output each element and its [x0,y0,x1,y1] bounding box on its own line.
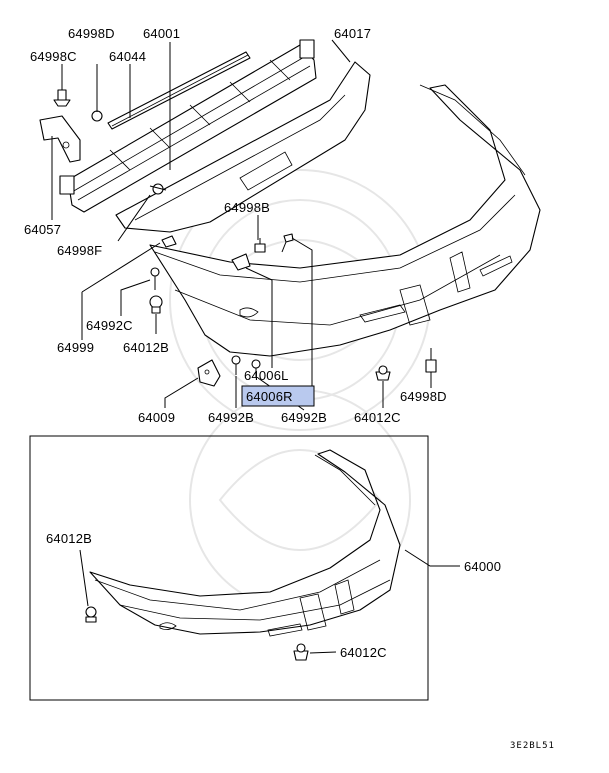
label-64992B-b[interactable]: 64992B [281,410,327,425]
part-64999-clip[interactable] [161,235,177,248]
fastener-64998B-top[interactable] [254,233,294,253]
label-64012B-box[interactable]: 64012B [46,531,92,546]
diagram-code: 3E2BL51 [510,741,555,751]
fastener-64998C[interactable] [53,89,71,107]
fastener-64992B-a[interactable] [231,355,241,375]
part-64006-bracket[interactable] [231,253,251,271]
leader-lines-lower [79,549,460,654]
fastener-64012C-mid[interactable] [375,365,391,381]
label-64012C-mid[interactable]: 64012C [354,410,401,425]
fastener-64998F[interactable] [149,183,167,195]
label-64017[interactable]: 64017 [334,26,371,41]
label-64057[interactable]: 64057 [24,222,61,237]
fastener-64992C[interactable] [150,267,160,290]
fastener-64012B-box[interactable] [85,606,97,623]
label-64000[interactable]: 64000 [464,559,501,574]
part-bumper-cover-upper[interactable] [149,84,541,357]
part-64009-bracket[interactable] [197,359,221,387]
label-64998D-bot[interactable]: 64998D [400,389,447,404]
fastener-64012C-box[interactable] [293,643,309,661]
fastener-64998D-top[interactable] [91,104,103,122]
fastener-64992B-b[interactable] [251,359,261,378]
label-64998D-top[interactable]: 64998D [68,26,115,41]
label-64001[interactable]: 64001 [143,26,180,41]
label-64012B-mid[interactable]: 64012B [123,340,169,355]
label-64012C-box[interactable]: 64012C [340,645,387,660]
label-64999[interactable]: 64999 [57,340,94,355]
fastener-64998D-bot[interactable] [425,348,437,373]
assembly-box [29,435,429,701]
part-64057-bracket[interactable] [39,115,81,163]
label-64992B-a[interactable]: 64992B [208,410,254,425]
highlight-64006R [241,385,315,407]
label-64998C[interactable]: 64998C [30,49,77,64]
label-64998B-top[interactable]: 64998B [224,200,270,215]
label-64992C[interactable]: 64992C [86,318,133,333]
label-64006L[interactable]: 64006L [244,368,289,383]
label-64009[interactable]: 64009 [138,410,175,425]
label-64044[interactable]: 64044 [109,49,146,64]
label-64006R[interactable]: 64006R [246,389,293,404]
part-64000-bumper-assembly[interactable] [89,449,401,637]
part-64017-absorber[interactable] [115,61,371,233]
fastener-64012B-mid[interactable] [149,295,163,314]
part-64001-reinforcement[interactable] [59,39,317,213]
label-64998F[interactable]: 64998F [57,243,102,258]
